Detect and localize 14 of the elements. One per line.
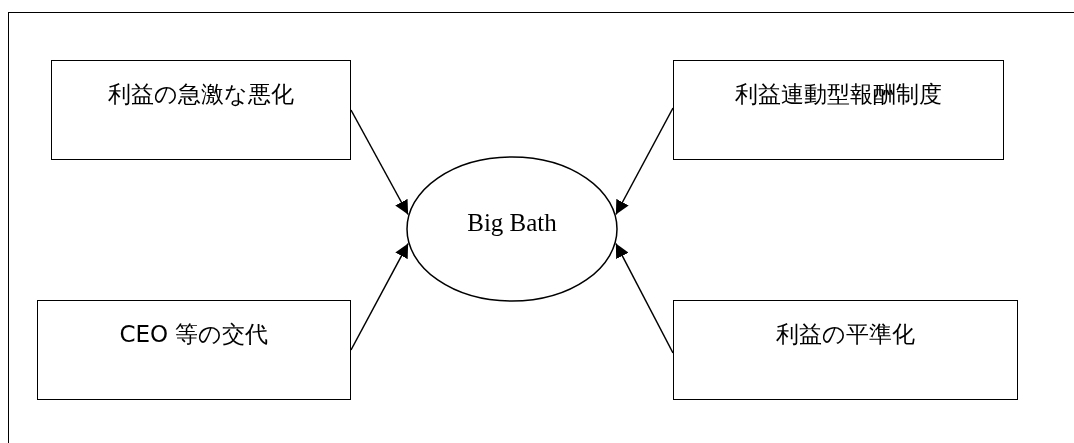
arrow — [615, 107, 674, 216]
text-box — [37, 300, 351, 400]
arrow — [350, 242, 409, 351]
text-box — [51, 60, 351, 160]
arrow — [350, 109, 409, 216]
box-label: 利益の急激な悪化 — [108, 80, 294, 109]
ellipse-node — [406, 156, 618, 302]
box-label: CEO 等の交代 — [119, 320, 269, 349]
arrow — [615, 242, 674, 354]
node-label: Big Bath — [467, 209, 557, 237]
box-label: 利益の平準化 — [776, 320, 915, 349]
box-label: 利益連動型報酬制度 — [735, 80, 942, 109]
text-box — [673, 300, 1018, 400]
text-box — [673, 60, 1004, 160]
